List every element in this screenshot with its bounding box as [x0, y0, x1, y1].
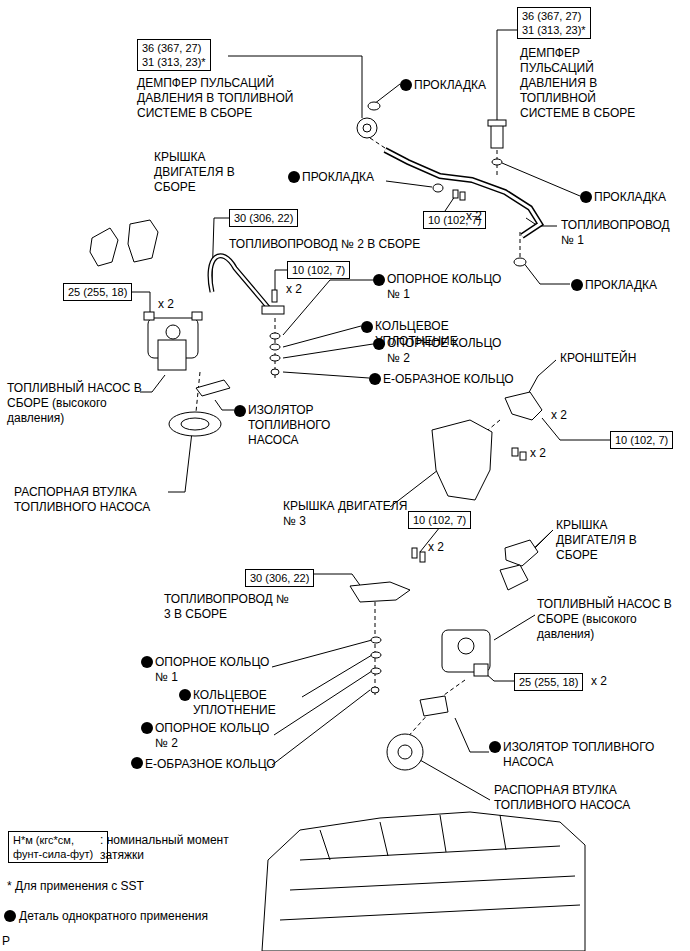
torque-value: 10 (102, 7)	[615, 433, 668, 447]
part-label: ОПОРНОЕ КОЛЬЦО № 1	[387, 272, 512, 302]
part-label: ИЗОЛЯТОР ТОПЛИВНОГО НАСОСА	[503, 740, 655, 770]
torque-value: 10 (102, 7)	[413, 513, 466, 527]
torque-box: Н*м (кгс*см, фунт-сила-фут)	[8, 831, 108, 863]
part-label: ПРОКЛАДКА	[594, 190, 666, 205]
part-label: ОПОРНОЕ КОЛЬЦО № 2	[387, 336, 512, 366]
torque-value: 25 (255, 18)	[519, 675, 578, 689]
part-label: ДЕМПФЕР ПУЛЬСАЦИЙ ДАВЛЕНИЯ В ТОПЛИВНОЙ С…	[520, 46, 638, 121]
quantity-label: x 2	[286, 282, 302, 297]
part-label: КРОНШТЕЙН	[560, 351, 636, 366]
part-label: ОПОРНОЕ КОЛЬЦО № 1	[155, 655, 280, 685]
part-label: КОЛЬЦЕВОЕ УПЛОТНЕНИЕ	[193, 688, 308, 718]
torque-value: 31 (313, 23)*	[522, 23, 586, 37]
quantity-label: x 2	[428, 540, 444, 555]
part-label: ДЕМПФЕР ПУЛЬСАЦИЙ ДАВЛЕНИЯ В ТОПЛИВНОЙ С…	[137, 76, 302, 121]
quantity-label: x 2	[158, 297, 174, 312]
part-label: ТОПЛИВНЫЙ НАСОС В СБОРЕ (высокого давлен…	[537, 597, 682, 642]
part-label: КРЫШКА ДВИГАТЕЛЯ В СБОРЕ	[556, 518, 656, 563]
part-label: * Для применения с SST	[7, 879, 144, 894]
part-label: ТОПЛИВНЫЙ НАСОС В СБОРЕ (высокого давлен…	[7, 381, 149, 426]
part-label: КРЫШКА ДВИГАТЕЛЯ В СБОРЕ	[154, 150, 254, 195]
torque-value: 36 (367, 27)	[522, 9, 586, 23]
torque-box: 36 (367, 27)31 (313, 23)*	[517, 7, 591, 39]
part-label: ТОПЛИВОПРОВОД № 2 В СБОРЕ	[229, 237, 420, 252]
part-label: РАСПОРНАЯ ВТУЛКА ТОПЛИВНОГО НАСОСА	[494, 783, 632, 813]
torque-value: 31 (313, 23)*	[142, 55, 206, 69]
part-label: ПРОКЛАДКА	[585, 278, 657, 293]
torque-value: Н*м (кгс*см, фунт-сила-фут)	[13, 833, 103, 861]
quantity-label: P	[2, 934, 10, 949]
part-label: ПРОКЛАДКА	[414, 78, 486, 93]
torque-value: 10 (102, 7)	[292, 263, 345, 277]
torque-box: 10 (102, 7)	[610, 431, 673, 449]
torque-value: 30 (306, 22)	[250, 571, 309, 585]
quantity-label: x 2	[530, 446, 546, 461]
legend-text: Деталь однократного применения	[19, 909, 208, 924]
torque-box: 10 (102, 7)	[287, 261, 350, 279]
torque-box: 30 (306, 22)	[229, 209, 298, 227]
part-label: Е-ОБРАЗНОЕ КОЛЬЦО	[383, 372, 514, 387]
part-label: ТОПЛИВОПРОВОД № 1	[561, 218, 679, 248]
torque-value: 25 (255, 18)	[68, 285, 127, 299]
quantity-label: x 2	[591, 674, 607, 689]
legend-text: : номинальный момент затяжки	[100, 833, 235, 863]
quantity-label: x 2	[551, 408, 567, 423]
torque-box: 25 (255, 18)	[63, 283, 132, 301]
quantity-label: x 2	[466, 209, 482, 224]
part-label: ТОПЛИВОПРОВОД № 3 В СБОРЕ	[164, 592, 289, 622]
part-label: ОПОРНОЕ КОЛЬЦО № 2	[155, 721, 280, 751]
part-label: ИЗОЛЯТОР ТОПЛИВНОГО НАСОСА	[248, 403, 353, 448]
part-label: КРЫШКА ДВИГАТЕЛЯ № 3	[283, 499, 418, 529]
torque-box: 25 (255, 18)	[514, 673, 583, 691]
part-label: Е-ОБРАЗНОЕ КОЛЬЦО	[145, 757, 276, 772]
torque-value: 36 (367, 27)	[142, 41, 206, 55]
part-label: РАСПОРНАЯ ВТУЛКА ТОПЛИВНОГО НАСОСА	[14, 485, 156, 515]
part-label: ПРОКЛАДКА	[302, 170, 374, 185]
torque-box: 36 (367, 27)31 (313, 23)*	[137, 39, 211, 71]
torque-box: 10 (102, 7)	[408, 511, 471, 529]
torque-value: 30 (306, 22)	[234, 211, 293, 225]
torque-box: 30 (306, 22)	[245, 569, 314, 587]
